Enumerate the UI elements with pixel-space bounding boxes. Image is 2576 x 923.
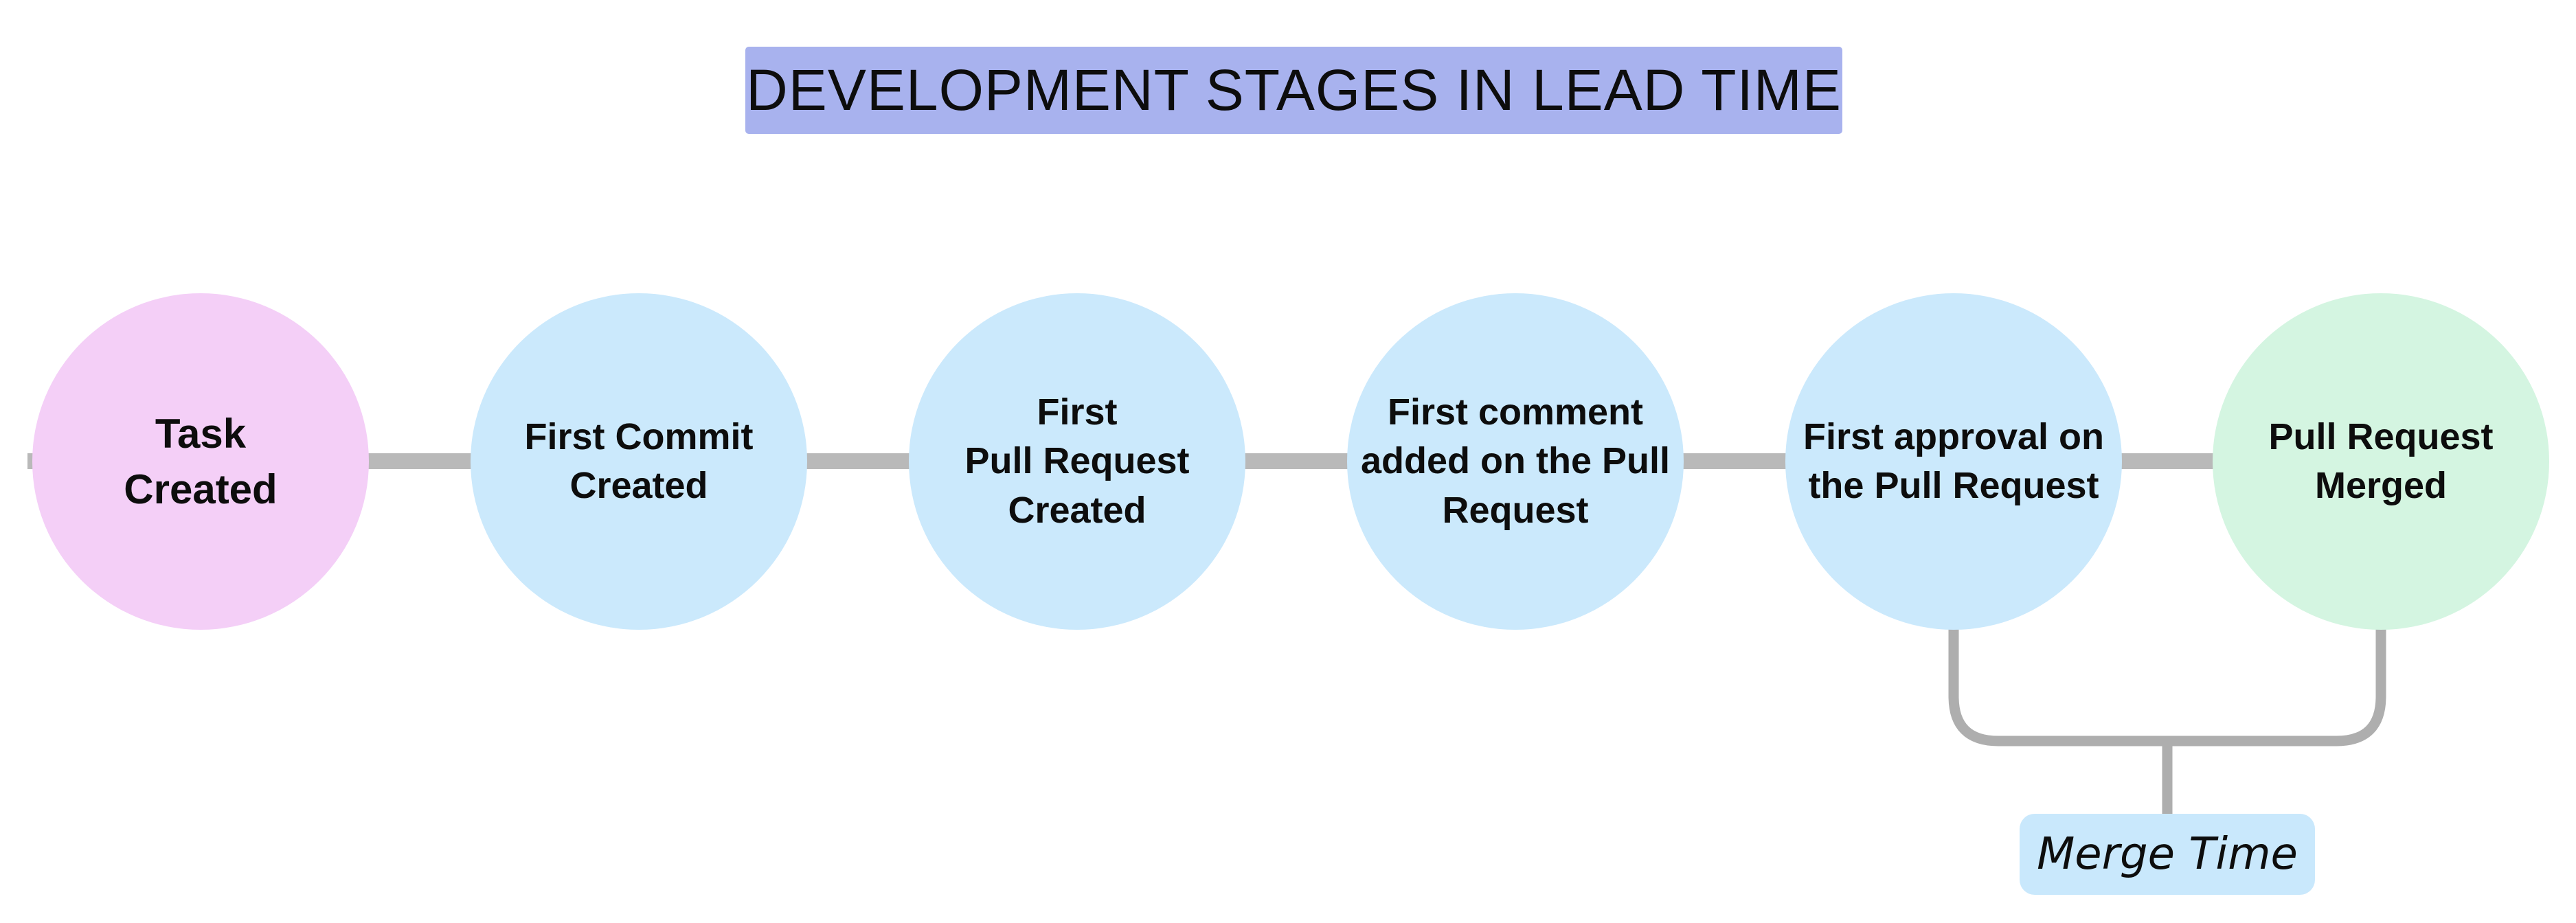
- stage-circle-first-comment-added: First comment added on the Pull Request: [1347, 293, 1684, 630]
- stage-circle-first-commit-created: First Commit Created: [471, 293, 807, 630]
- merge-bracket-curve: [1948, 629, 2386, 747]
- stage-circle-first-pull-request-created: First Pull Request Created: [909, 293, 1245, 630]
- merge-time-label: Merge Time: [2020, 814, 2315, 895]
- stage-circle-task-created: Task Created: [32, 293, 369, 630]
- stage-circle-first-approval: First approval on the Pull Request: [1785, 293, 2122, 630]
- page-title: DEVELOPMENT STAGES IN LEAD TIME: [745, 47, 1842, 134]
- stage-circle-pull-request-merged: Pull Request Merged: [2213, 293, 2549, 630]
